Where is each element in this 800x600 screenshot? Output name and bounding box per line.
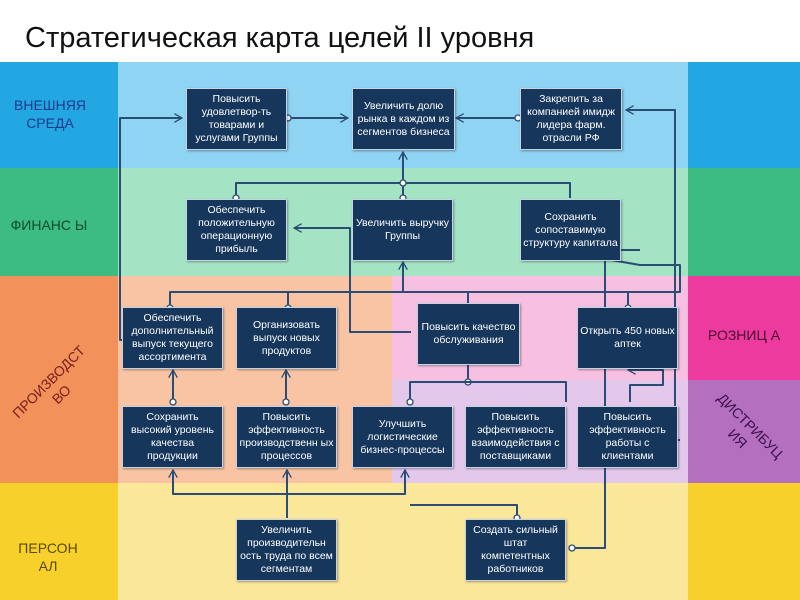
goal-extra-output: Обеспечить дополнительный выпуск текущег… [122,307,223,369]
goal-service-quality: Повысить качество обслуживания [417,303,520,365]
goal-capital-structure: Сохранить сопоставимую структуру капитал… [520,199,621,261]
goal-group-revenue: Увеличить выручку Группы [352,199,453,261]
label-retail: РОЗНИЦ А [707,327,781,343]
goal-open-pharmacies: Открыть 450 новых аптек [577,307,678,369]
band-retail [688,276,800,380]
goal-new-products: Организовать выпуск новых продуктов [236,307,337,369]
band-distribution [688,380,800,483]
goal-logistics: Улучшить логистические бизнес-процессы [352,406,453,468]
page-title: Стратегическая карта целей II уровня [25,22,535,54]
label-personnel: ПЕРСОН АЛ [18,540,78,574]
link-productivity-logistics [287,470,405,495]
link-client-eff-up [628,370,664,402]
goal-production-efficiency: Повысить эффективность производственн ых… [236,406,337,468]
link-extra-output-up [166,257,681,312]
link-staff-up [410,504,521,522]
label-external: ВНЕШНЯЯ СРЕДА [14,97,86,131]
inner-personnel [118,483,688,600]
goal-client-efficiency: Повысить эффективность работы с клиентам… [577,406,678,468]
goal-market-share: Увеличить долю рынка в каждом из сегмент… [352,88,455,150]
link-productivity-up [173,470,288,518]
goal-operating-profit: Обеспечить положительную операционную пр… [186,199,287,261]
link-right-frame [626,110,680,441]
link-staff-right [568,249,640,552]
goal-labor-productivity: Увеличить производительн ость труда по в… [236,519,337,581]
goal-product-quality: Сохранить высокий уровень качества проду… [122,406,223,468]
label-finance: ФИНАНС Ы [10,217,88,233]
link-logistics-up [406,381,567,406]
link-service-profit [294,228,411,333]
goal-supplier-efficiency: Повысить эффективность взаимодействия с … [465,406,566,468]
goal-increase-satisfaction: Повысить удовлетвор-ть товарами и услуга… [186,88,287,150]
goal-leader-image: Закрепить за компанией имидж лидера фарм… [520,88,622,150]
goal-competent-staff: Создать сильный штат компетентных работн… [465,519,566,581]
